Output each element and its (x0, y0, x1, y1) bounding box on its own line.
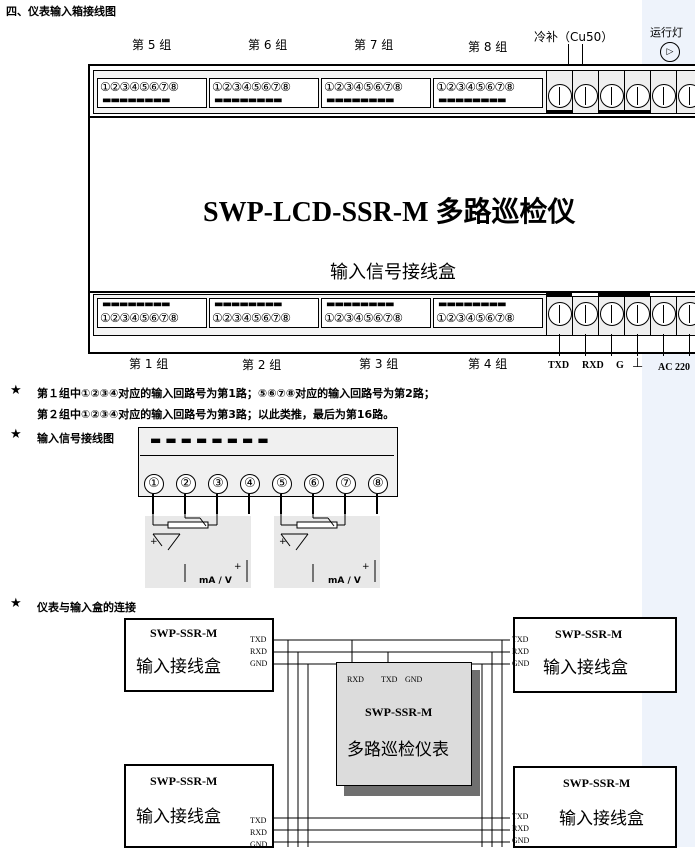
connection-title: 仪表与输入盒的连接 (37, 601, 136, 614)
input-box-top-left: SWP-SSR-M 输入接线盒 (124, 618, 274, 692)
screw-terminal-icon (652, 302, 676, 326)
input-terminal-2: ② (176, 474, 196, 494)
input-terminal-3: ③ (208, 474, 228, 494)
plus-sign: + (150, 537, 158, 547)
run-light-label: 运行灯 (650, 26, 683, 39)
group-label-4: 第 4 组 (468, 357, 508, 371)
screw-terminal-icon (626, 84, 650, 108)
input-box-bottom-left: SWP-SSR-M 输入接线盒 (124, 764, 274, 848)
signal-unit-2: mA / V (328, 576, 361, 586)
star-bullet: ★ (10, 596, 22, 611)
input-box-top-right: SWP-SSR-M 输入接线盒 (513, 617, 677, 693)
group-label-7: 第 7 组 (354, 38, 394, 52)
note-line-1: 第１组中①②③④对应的输入回路号为第1路；⑤⑥⑦⑧对应的输入回路号为第2路； (37, 387, 435, 400)
screw-terminal-icon (548, 84, 572, 108)
terminal-label-txd: TXD (548, 360, 570, 371)
group-label-6: 第 6 组 (248, 38, 288, 52)
terminal-label-rxd: RXD (582, 360, 604, 371)
plus-sign: + (234, 562, 242, 572)
star-bullet: ★ (10, 427, 22, 442)
terminal-block-6: ①②③④⑤⑥⑦⑧ ▬▬▬▬▬▬▬▬ (209, 78, 319, 108)
input-terminal-5: ⑤ (272, 474, 292, 494)
section-title: 四、仪表输入箱接线图 (6, 5, 116, 18)
center-instrument: RXD TXD GND SWP-SSR-M 多路巡检仪表 (336, 662, 472, 786)
note-line-2: 第２组中①②③④对应的输入回路号为第3路；以此类推，最后为第16路。 (37, 408, 395, 421)
terminal-label-ac220: AC 220 (658, 362, 690, 373)
screw-terminal-icon (574, 302, 598, 326)
input-terminal-4: ④ (240, 474, 260, 494)
input-box-bottom-right: SWP-SSR-M 输入接线盒 (513, 766, 677, 848)
device-title: SWP-LCD-SSR-M 多路巡检仪 (203, 197, 576, 228)
screw-terminal-icon (600, 84, 624, 108)
screw-terminal-icon (600, 302, 624, 326)
input-terminal-8: ⑧ (368, 474, 388, 494)
input-terminal-7: ⑦ (336, 474, 356, 494)
terminal-block-8: ①②③④⑤⑥⑦⑧ ▬▬▬▬▬▬▬▬ (433, 78, 543, 108)
input-wiring-schematic (152, 494, 378, 582)
screw-terminal-icon (678, 84, 695, 108)
plus-sign: + (279, 537, 287, 547)
terminal-block-3: ▬▬▬▬▬▬▬▬ ①②③④⑤⑥⑦⑧ (321, 298, 431, 328)
group-label-3: 第 3 组 (359, 357, 399, 371)
group-label-8: 第 8 组 (468, 40, 508, 54)
terminal-block-7: ①②③④⑤⑥⑦⑧ ▬▬▬▬▬▬▬▬ (321, 78, 431, 108)
screw-terminal-icon (678, 302, 695, 326)
cold-junction-label: 冷补（Cu50） (534, 30, 614, 44)
device-subtitle: 输入信号接线盒 (330, 262, 456, 283)
terminal-label-g: G (616, 360, 624, 371)
screw-terminal-icon (574, 84, 598, 108)
screw-terminal-icon (626, 302, 650, 326)
input-wiring-title: 输入信号接线图 (37, 432, 114, 445)
terminal-block-4: ▬▬▬▬▬▬▬▬ ①②③④⑤⑥⑦⑧ (433, 298, 543, 328)
star-bullet: ★ (10, 383, 22, 398)
signal-unit-1: mA / V (199, 576, 232, 586)
run-light-icon: ▷ (660, 42, 680, 62)
input-terminal-6: ⑥ (304, 474, 324, 494)
screw-terminal-icon (652, 84, 676, 108)
terminal-block-5: ①②③④⑤⑥⑦⑧ ▬▬▬▬▬▬▬▬ (97, 78, 207, 108)
group-label-5: 第 5 组 (132, 38, 172, 52)
input-terminal-1: ① (144, 474, 164, 494)
terminal-block-1: ▬▬▬▬▬▬▬▬ ①②③④⑤⑥⑦⑧ (97, 298, 207, 328)
group-label-1: 第 1 组 (129, 357, 169, 371)
group-label-2: 第 2 组 (242, 358, 282, 372)
ground-icon: ⊥ (632, 356, 644, 371)
terminal-block-2: ▬▬▬▬▬▬▬▬ ①②③④⑤⑥⑦⑧ (209, 298, 319, 328)
screw-terminal-icon (548, 302, 572, 326)
plus-sign: + (362, 562, 370, 572)
